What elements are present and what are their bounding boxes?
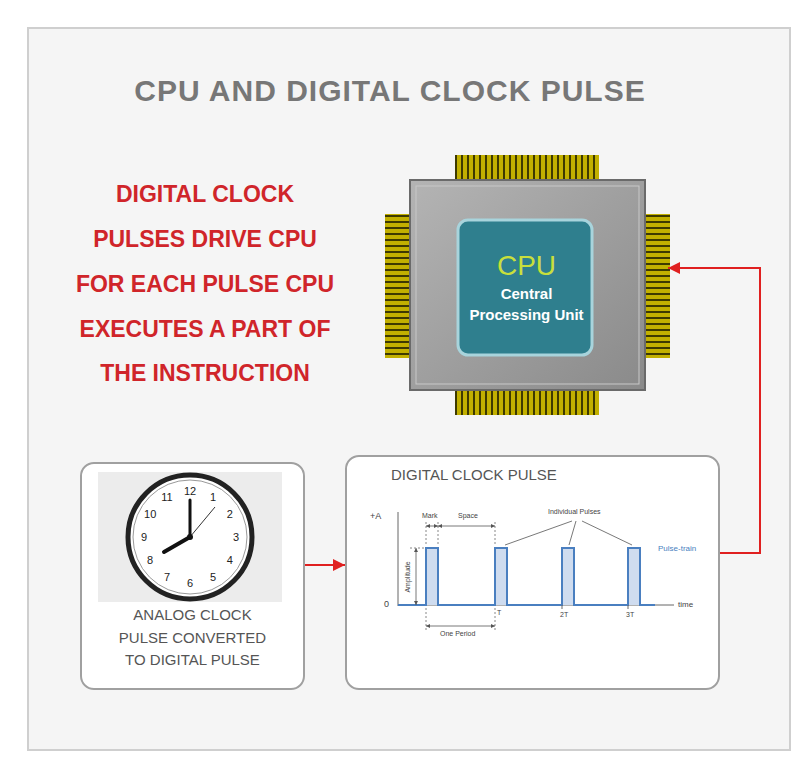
clock-numeral: 11 xyxy=(161,491,172,503)
clock-numeral: 8 xyxy=(147,554,153,566)
tick-label: T xyxy=(497,609,501,617)
dimension-label: One Period xyxy=(440,630,475,638)
digital-pulse-panel: DIGITAL CLOCK PULSE xyxy=(345,455,720,690)
clock-numeral: 9 xyxy=(141,531,147,543)
dimension-label: Mark xyxy=(422,512,438,520)
clock-numeral: 7 xyxy=(164,571,170,583)
node-body: Central Processing Unit xyxy=(467,283,587,327)
note-text: DIGITAL CLOCK PULSES DRIVE CPU FOR EACH … xyxy=(70,172,340,396)
clock-numeral: 6 xyxy=(187,577,193,589)
axis-label: time xyxy=(678,601,693,610)
cpu-chip xyxy=(385,155,670,415)
diagram-title: CPU AND DIGITAL CLOCK PULSE xyxy=(60,74,720,108)
node-heading: ANALOG CLOCK PULSE CONVERTED TO DIGITAL … xyxy=(109,604,277,672)
signal-arrow xyxy=(305,564,345,566)
clock-numeral: 12 xyxy=(184,485,196,497)
axis-label: 0 xyxy=(384,600,389,610)
frame xyxy=(28,28,790,750)
node-heading: DIGITAL CLOCK PULSE xyxy=(391,465,708,485)
clock-numeral: 3 xyxy=(233,531,239,543)
signal-label: Pulse-train xyxy=(658,545,696,554)
dimension-label: Amplitude xyxy=(404,561,412,592)
tick-label: 2T xyxy=(560,611,568,619)
tick-label: 3T xyxy=(626,611,634,619)
clock-numeral: 1 xyxy=(210,491,216,503)
callout-label: Individual Pulses xyxy=(548,508,601,516)
clock-numeral: 4 xyxy=(227,554,233,566)
panel-ground xyxy=(80,462,305,690)
panel-ground xyxy=(345,455,720,690)
dimension-label: Space xyxy=(458,512,478,520)
node-heading: CPU xyxy=(467,249,587,283)
pulse-chart xyxy=(398,512,674,630)
clock-numeral: 10 xyxy=(144,508,156,520)
axis-label: +A xyxy=(370,512,381,522)
analog-clock xyxy=(98,472,282,602)
cpu-chip-box: CPUCentral Processing Unit xyxy=(385,153,668,418)
clock-numeral: 2 xyxy=(227,508,233,520)
signal-arrow xyxy=(668,268,760,553)
clock-numeral: 5 xyxy=(210,571,216,583)
